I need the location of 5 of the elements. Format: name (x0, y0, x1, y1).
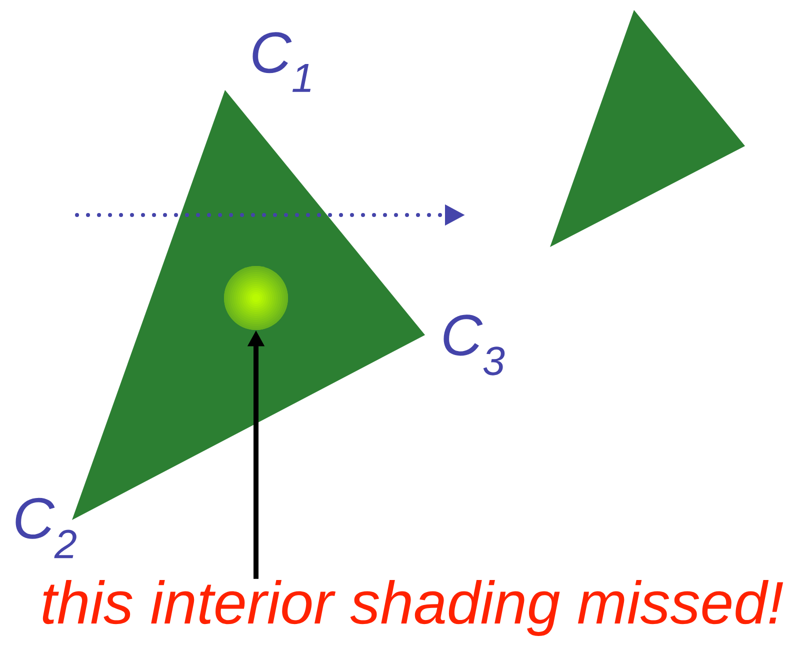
vertex-label: C$_{3}$ (444, 314, 505, 376)
vertex-label: C$_{2}$ (16, 498, 76, 558)
vertex-label: C$_{1}$ (252, 32, 311, 92)
shading-spot (224, 266, 288, 330)
caption-text: this interior shading missed! (42, 580, 784, 636)
